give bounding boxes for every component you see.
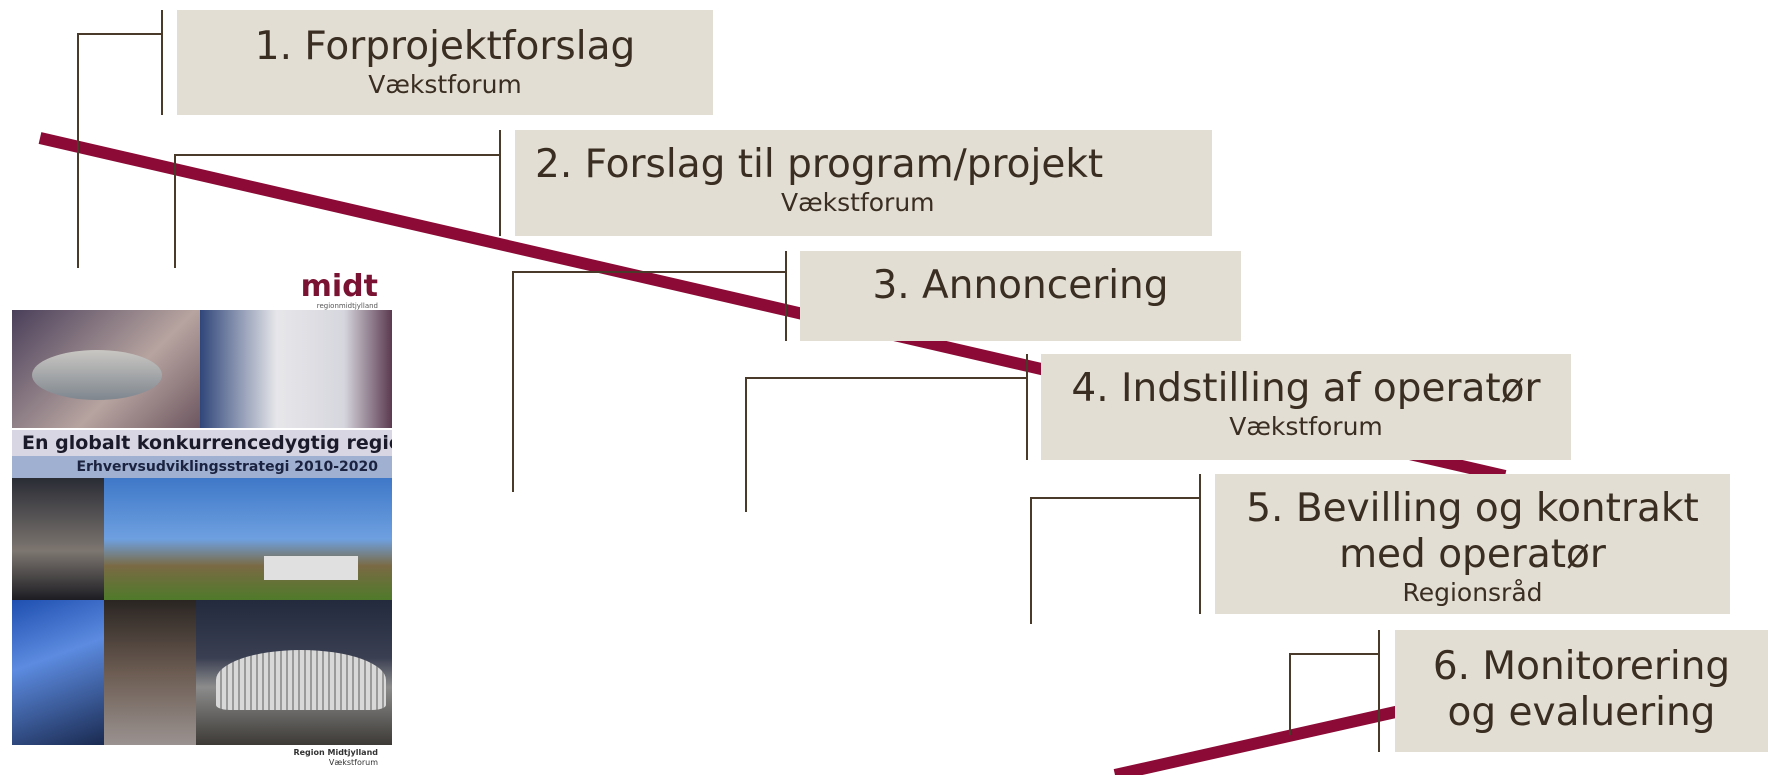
photo-worker bbox=[104, 600, 196, 745]
step-box-5: 5. Bevilling og kontrakt med operatør Re… bbox=[1215, 474, 1730, 614]
step-title: 2. Forslag til program/projekt bbox=[535, 142, 1104, 187]
brochure-subtitle: Erhvervsudviklingsstrategi 2010-2020 bbox=[12, 456, 392, 478]
connector-step1 bbox=[77, 33, 162, 268]
connector-step6 bbox=[1289, 653, 1379, 735]
region-logo: midt regionmidtjylland bbox=[300, 269, 378, 311]
step-owner: Vækstforum bbox=[1229, 412, 1383, 441]
footer-line-2: Vækstforum bbox=[328, 758, 378, 767]
step-title: 4. Indstilling af operatør bbox=[1071, 366, 1541, 411]
connector-step2 bbox=[174, 154, 500, 268]
connector-step3 bbox=[512, 271, 786, 492]
logo-main: midt bbox=[300, 269, 378, 304]
connector-step4 bbox=[745, 377, 1027, 512]
photo-field-truck bbox=[104, 478, 392, 600]
accent-line-lower bbox=[1113, 705, 1402, 775]
connector-step5 bbox=[1030, 497, 1200, 624]
step-box-6: 6. Monitorering og evaluering bbox=[1395, 630, 1768, 752]
step-box-1: 1. Forprojektforslag Vækstforum bbox=[177, 10, 713, 115]
step-title: 6. Monitorering og evaluering bbox=[1432, 644, 1731, 735]
step-owner: Vækstforum bbox=[781, 188, 935, 217]
photo-waiters bbox=[12, 478, 104, 600]
photo-lab bbox=[12, 600, 104, 745]
photo-fish bbox=[12, 310, 200, 428]
step-box-2: 2. Forslag til program/projekt Vækstforu… bbox=[515, 130, 1212, 236]
step-box-3: 3. Annoncering bbox=[800, 251, 1241, 341]
photo-building bbox=[196, 600, 392, 745]
step-owner: Vækstforum bbox=[368, 70, 522, 99]
photo-whiteboard bbox=[200, 310, 392, 428]
brochure-title: En globalt konkurrencedygtig region bbox=[12, 430, 392, 456]
strategy-brochure-cover: midt regionmidtjylland En globalt konkur… bbox=[12, 270, 392, 775]
step-box-4: 4. Indstilling af operatør Vækstforum bbox=[1041, 354, 1571, 460]
step-title: 5. Bevilling og kontrakt med operatør bbox=[1246, 486, 1699, 577]
step-owner: Regionsråd bbox=[1402, 578, 1543, 607]
step-title: 1. Forprojektforslag bbox=[254, 24, 636, 69]
footer-line-1: Region Midtjylland bbox=[293, 748, 378, 757]
brochure-footer: Region Midtjylland Vækstforum bbox=[293, 748, 378, 768]
step-title: 3. Annoncering bbox=[872, 263, 1169, 308]
logo-sub: regionmidtjylland bbox=[316, 302, 378, 310]
